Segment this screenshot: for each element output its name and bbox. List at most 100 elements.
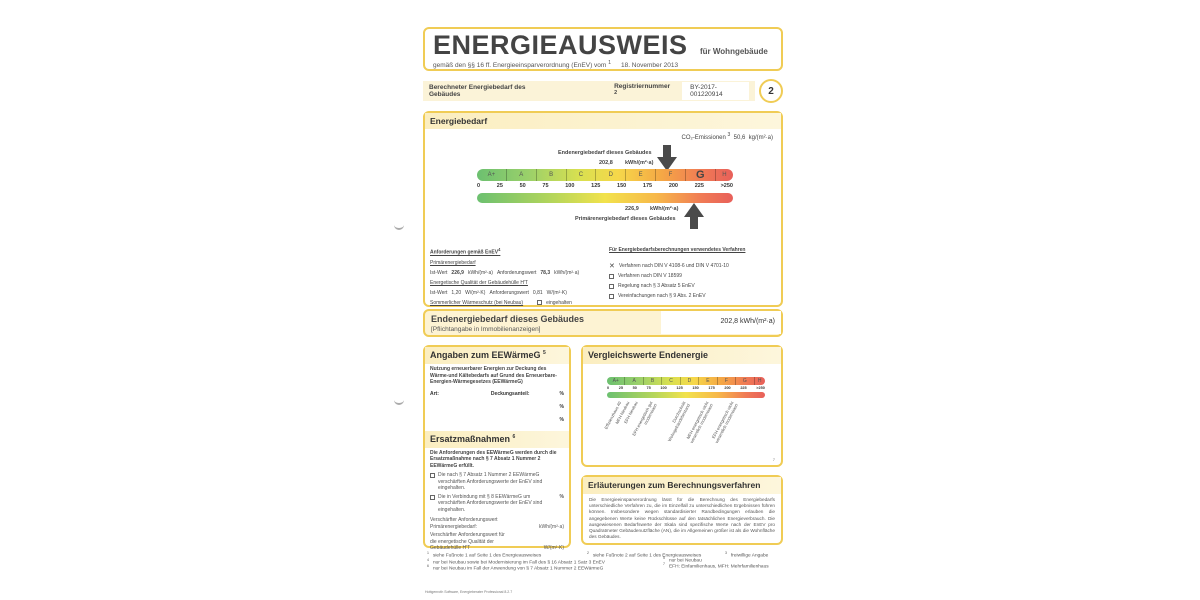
method-label: Vereinfachungen nach § 9 Abs. 2 EnEV [618,293,706,299]
end-energy-summary: Endenergiebedarf dieses Gebäudes [Pflich… [423,309,783,337]
method-option[interactable]: Regelung nach § 3 Absatz 5 EnEV [609,283,781,289]
class-e: E [626,169,657,181]
comparison-scale-ticks: 0 25 50 75 100 125 150 175 200 225 >250 [607,386,765,392]
checkbox-icon[interactable] [430,473,435,478]
footnote-text: siehe Fußnote 1 auf Seite 1 des Energiea… [432,553,542,559]
comparison-gradient-bar [607,392,765,398]
footnote-ref: 3 [727,132,731,138]
deckung-label: Deckungsanteil: [490,390,530,397]
footnote-ref: 4 [498,247,501,252]
art-row-empty: % [425,414,569,427]
tick: 200 [724,386,731,390]
footnote-6: 6nur bei Neubau im Fall der Anwendung vo… [427,564,603,572]
tick: 25 [618,386,623,390]
checkbox-icon[interactable] [430,494,435,500]
ist-label: Ist-Wert [430,289,448,296]
energiebedarf-header: Energiebedarf [425,113,781,129]
section-label: Berechneter Energiebedarf des Gebäudes [429,84,526,98]
calculation-method: Für Energiebedarfsberechnungen verwendet… [609,247,781,303]
registration-number: BY-2017-001220914 [682,82,749,100]
footnote-ref: 2 [614,89,618,96]
class-c: C [662,377,681,385]
eewaermeg-section: Angaben zum EEWärmeG 5 Nutzung erneuerba… [423,345,571,551]
end-energy-subtitle: [Pflichtangabe in Immobilienanzeigen] [431,326,541,333]
checkbox-icon[interactable] [609,293,614,299]
primary-energy-value: 226,9 [625,206,639,212]
summer-protection-row: Sommerlicher Wärmeschutz (bei Neubau) ei… [430,299,602,306]
class-g: G [686,169,716,181]
footnote-text: nur bei Neubau [668,558,702,564]
method-option[interactable]: Vereinfachungen nach § 9 Abs. 2 EnEV [609,293,781,299]
co2-unit: kg/(m²·a) [748,135,773,141]
ersatz-header-text: Ersatzmaßnahmen [430,433,511,444]
requirements-header-text: Anforderungen gemäß EnEV [430,249,499,256]
anf-primary-value: 78,3 [540,269,551,276]
end-energy-title: Endenergiebedarf dieses Gebäudes [431,314,585,324]
unit: W/(m²·K) [543,545,564,551]
class-f: F [656,169,686,181]
ist-envelope-value: 1,20 [451,289,462,296]
footnote-4: 4nur bei Neubau sowie bei Modernisierung… [427,558,605,566]
end-energy-summary-value: 202,8 kWh/(m²·a) [661,311,781,334]
erlaeuterungen-header: Erläuterungen zum Berechnungsverfahren [583,477,781,494]
footnote-7: 7EFH: Einfamilienhaus, MFH: Mehrfamilien… [663,562,769,570]
footnote-5: 5nur bei Neubau [663,556,702,564]
tick: 200 [668,183,678,189]
tick: 25 [496,183,503,189]
energiebedarf-section: Energiebedarf CO₂-Emissionen 3 50,6 kg/(… [423,111,783,307]
document-title: ENERGIEAUSWEIS [433,30,688,60]
tick: 225 [694,183,704,189]
tick: 175 [708,386,715,390]
primary-demand-row: Ist-Wert 226,9 kWh/(m²·a) Anforderungswe… [430,270,602,276]
co2-value: 50,6 [733,135,746,141]
eewaermeg-header: Angaben zum EEWärmeG 5 [425,347,569,364]
class-b: B [537,169,567,181]
class-h: H [722,172,727,178]
class-d: D [596,169,627,181]
vergleichswerte-header: Vergleichswerte Endenergie [583,347,781,364]
summer-protection-label: Sommerlicher Wärmeschutz (bei Neubau) [430,299,524,306]
software-credit: Hottgenroth Software, Energieberater Pro… [425,590,513,594]
method-option[interactable]: ✕ Verfahren nach DIN V 4108-6 und DIN V … [609,262,781,270]
footnote-ref: 1 [608,60,612,66]
footnote-number: 4 [427,558,429,562]
eingehalten-label: eingehalten [546,299,572,306]
class-g: G [736,377,755,385]
checkbox-icon[interactable] [609,273,614,279]
method-option[interactable]: Verfahren nach DIN V 18599 [609,273,781,279]
footnote-number: 1 [427,551,429,555]
unit: W/(m²·K) [465,289,486,296]
summer-checkbox[interactable] [537,299,543,305]
tick: 0 [477,183,481,189]
anf-label: Anforderungswert [489,289,529,296]
footnote-text: freiwillige Angabe [730,553,769,559]
ist-primary-value: 226,9 [451,269,464,276]
method-header: Für Energiebedarfsberechnungen verwendet… [609,247,746,253]
envelope-quality-label: Energetische Qualität der Gebäudehülle H… [430,279,528,286]
efficiency-scale-ticks: 0 25 50 75 100 125 150 175 200 225 >250 [477,183,733,192]
checkbox-checked-icon[interactable]: ✕ [609,262,615,270]
footnote-number: 3 [725,551,727,555]
ersatz-option-2[interactable]: Die in Verbindung mit § 8 EEWärmeG um ve… [425,493,569,515]
class-e: E [699,377,718,385]
pct: % [559,416,564,423]
option-text: Die nach § 7 Absatz 1 Nummer 2 EEWärmeG … [438,472,543,491]
regulation-line: gemäß den §§ 16 ff. Energieeinsparverord… [433,60,773,69]
efficiency-scale-classes: A+ A B C D E F G H [477,169,733,181]
checkbox-icon[interactable] [609,283,614,289]
tick: 125 [676,386,683,390]
registration-strip: Berechneter Energiebedarf des Gebäudes R… [423,81,755,101]
primary-energy-unit: kWh/(m²·a) [650,206,679,212]
tick: 100 [660,386,667,390]
title-box: ENERGIEAUSWEIS für Wohngebäude gemäß den… [423,27,783,71]
footnote-number: 7 [663,562,665,566]
punch-hole-bottom [394,399,404,405]
ersatz-option-1[interactable]: Die nach § 7 Absatz 1 Nummer 2 EEWärmeG … [425,471,569,493]
ersatz-primary-row: Verschärfter Anforderungswert Primärener… [425,516,569,531]
document-subtitle: für Wohngebäude [700,47,768,56]
erlaeuterungen-section: Erläuterungen zum Berechnungsverfahren D… [581,475,783,545]
footnote-3: 3freiwillige Angabe [725,551,768,559]
art-row: Art: Deckungsanteil: % [425,388,569,401]
eewaermeg-header-text: Angaben zum EEWärmeG [430,350,541,360]
tick: 225 [740,386,747,390]
